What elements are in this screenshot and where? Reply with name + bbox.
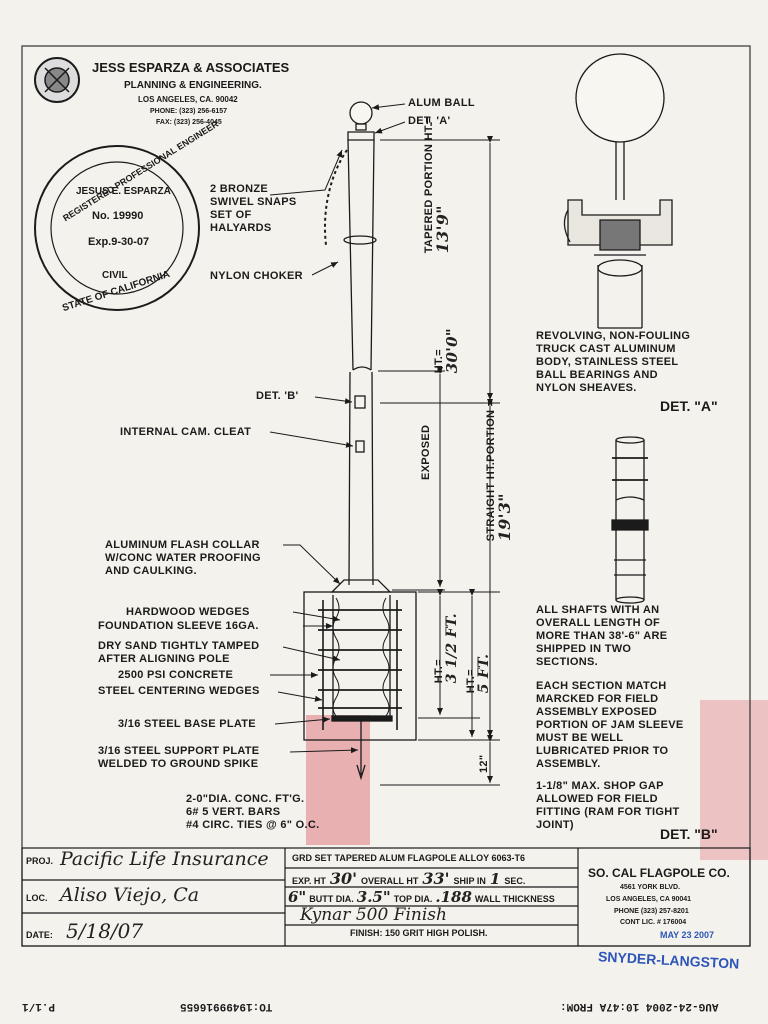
spec-line-1: GRD SET TAPERED ALUM FLAGPOLE ALLOY 6063… — [292, 853, 526, 863]
engineer-seal — [34, 145, 200, 311]
seal-branch: CIVIL — [102, 270, 128, 281]
swivel-snaps-label: 2 BRONZE SWIVEL SNAPS SET OF HALYARDS — [210, 183, 297, 234]
detail-b-note-shipping: ALL SHAFTS WITH AN OVERALL LENGTH OF MOR… — [536, 604, 668, 668]
detail-b-note-assembly: EACH SECTION MATCH MARCKED FOR FIELD ASS… — [536, 680, 684, 770]
seal-name: JESUS E. ESPARZA — [76, 186, 171, 197]
tapered-portion-value: 13'9" — [433, 205, 452, 254]
spec-line-2: EXP. HT 30' OVERALL HT 33' SHIP IN 1 SEC… — [292, 869, 525, 888]
loc-label: LOC. — [26, 893, 48, 903]
alum-ball-label: ALUM BALL — [408, 97, 475, 109]
title-block-lines — [21, 847, 751, 947]
company-license: CONT LIC. # 176004 — [620, 919, 687, 926]
detail-a-description: REVOLVING, NON-FOULING TRUCK CAST ALUMIN… — [536, 330, 691, 394]
firm-phone: PHONE: (323) 256-6157 — [150, 108, 228, 115]
firm-name: JESS ESPARZA & ASSOCIATES — [92, 60, 290, 75]
nylon-choker-label: NYLON CHOKER — [210, 270, 303, 282]
foundation-sleeve-label: FOUNDATION SLEEVE 16GA. — [98, 620, 259, 632]
seal-number: No. 19990 — [92, 210, 144, 222]
spec-wall-label: WALL THICKNESS — [474, 894, 555, 904]
red-stamp-bleed — [306, 700, 768, 860]
spec-wall-value: .188 — [435, 888, 472, 906]
spec-top-value: 3.5" — [356, 888, 391, 906]
spec-exp-label: EXP. HT — [292, 876, 326, 886]
spec-line-3: 6" BUTT DIA. 3.5" TOP DIA. .188 WALL THI… — [288, 888, 555, 906]
firm-city: LOS ANGELES, CA. 90042 — [138, 95, 238, 104]
firm-service: PLANNING & ENGINEERING. — [124, 80, 262, 91]
detail-b-note-shop-gap: 1-1/8" MAX. SHOP GAP ALLOWED FOR FIELD F… — [536, 780, 680, 831]
spec-ship-value: 1 — [489, 870, 501, 888]
detail-a-label: DET. "A" — [660, 398, 718, 414]
fax-page: P.1/1 — [22, 1000, 56, 1012]
spec-butt-label: BUTT DIA. — [309, 894, 354, 904]
embed-ht-value: 5 FT. — [476, 653, 492, 694]
firm-fax: FAX: (323) 256-4045 — [156, 119, 222, 126]
spec-butt-value: 6" — [288, 888, 307, 906]
det-a-reference: DET. 'A' — [408, 115, 451, 127]
date-value: 5/18/07 — [66, 919, 144, 943]
spec-ship-label: SHIP IN — [453, 876, 486, 886]
spec-overall-value: 33' — [422, 869, 450, 888]
detail-b-label: DET. "B" — [660, 826, 718, 842]
footing-label: 2-0"DIA. CONC. FT'G. 6# 5 VERT. BARS #4 … — [186, 793, 320, 831]
exposed-ht-value: 30'0" — [443, 328, 461, 374]
flash-collar-label: ALUMINUM FLASH COLLAR W/CONC WATER PROOF… — [105, 539, 261, 577]
base-plate-label: 3/16 STEEL BASE PLATE — [118, 718, 256, 730]
company-city: LOS ANGELES, CA 90041 — [606, 896, 692, 903]
spec-line-5: FINISH: 150 GRIT HIGH POLISH. — [350, 928, 488, 938]
loc-value: Aliso Viejo, Ca — [60, 884, 200, 906]
concrete-label: 2500 PSI CONCRETE — [118, 669, 234, 681]
spec-exp-value: 30' — [329, 869, 358, 888]
embed-ht-dim: HT.= 5 FT. — [452, 654, 492, 700]
exposed-ht-dim: HT.= 30'0" — [420, 328, 461, 380]
flagpole — [323, 101, 392, 593]
straight-portion-dim: STRAIGHT HT.PORTION = 19'3" — [472, 400, 514, 548]
leader-lines — [269, 103, 406, 754]
spec-sec-label: SEC. — [504, 876, 526, 886]
internal-cam-cleat-label: INTERNAL CAM. CLEAT — [120, 426, 252, 438]
hardwood-wedges-label: HARDWOOD WEDGES — [126, 606, 250, 618]
spec-overall-label: OVERALL HT — [361, 876, 419, 886]
fax-from: AUG-24-2004 10:47A FROM: — [560, 1000, 719, 1012]
straight-portion-value: 19'3" — [495, 493, 514, 542]
seal-expiry: Exp.9-30-07 — [88, 236, 150, 248]
proj-label: PROJ. — [26, 856, 54, 866]
detail-a-drawing — [563, 53, 673, 329]
date-label: DATE: — [26, 930, 53, 940]
firm-logo — [34, 57, 80, 103]
detail-b-drawing — [611, 436, 649, 604]
tapered-portion-dim: TAPERED PORTION HT.= 13'9" — [410, 116, 452, 260]
exposed-dim-label: EXPOSED — [420, 424, 432, 480]
company-name: SO. CAL FLAGPOLE CO. — [588, 866, 730, 880]
dry-sand-label: DRY SAND TIGHTLY TAMPED AFTER ALIGNING P… — [98, 640, 260, 665]
spike-dim: 12" — [478, 754, 490, 773]
spec-line-4: Kynar 500 Finish — [300, 905, 447, 925]
centering-wedges-label: STEEL CENTERING WEDGES — [98, 685, 260, 697]
proj-value: Pacific Life Insurance — [60, 848, 269, 870]
spec-top-label: TOP DIA. — [393, 894, 433, 904]
support-plate-label: 3/16 STEEL SUPPORT PLATE WELDED TO GROUN… — [98, 745, 260, 770]
dimension-lines — [378, 136, 500, 786]
det-b-reference: DET. 'B' — [256, 390, 299, 402]
company-address: 4561 YORK BLVD. — [620, 884, 681, 891]
fax-to: TO:19499916655 — [180, 1000, 273, 1012]
company-phone: PHONE (323) 257-8201 — [614, 908, 689, 915]
stamp-date: MAY 23 2007 — [660, 930, 715, 940]
